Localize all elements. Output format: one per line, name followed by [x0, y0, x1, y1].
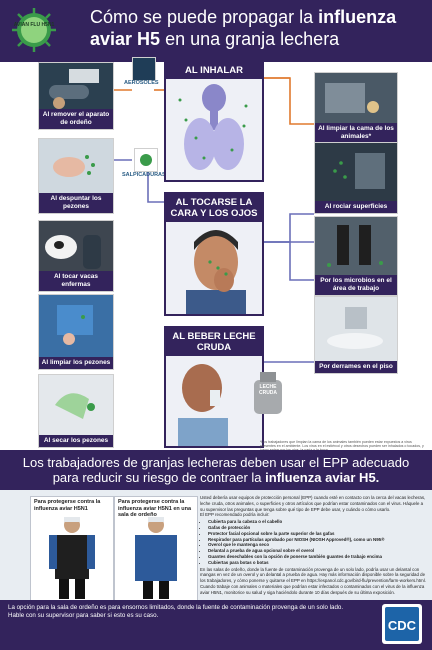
ppe-item: Guantes desechables con la opción de pon… — [208, 554, 426, 560]
left-caption-1: Al remover el aparato de ordeño — [39, 109, 113, 129]
ppe-item: Respirador para partículas aprobado por … — [208, 537, 426, 543]
splash-thumb — [134, 148, 158, 172]
right-caption-4: Por derrames en el piso — [315, 361, 397, 373]
milking-machine-icon — [49, 69, 99, 109]
right-panel-1: Al limpiar la cama de los animales* — [314, 72, 398, 144]
drinking-milk-icon — [178, 364, 228, 446]
teat-icon — [53, 155, 95, 177]
ppe-item: Overol que le mantenga seco — [208, 542, 426, 548]
aerosols-thumb — [132, 57, 156, 81]
cleaning-teats-icon — [57, 305, 93, 345]
right-panel-2: Al rociar superficies — [314, 142, 398, 214]
logo-text: AVIAN FLU H5N1 — [13, 22, 55, 28]
lungs-icon — [178, 84, 248, 170]
spray-icon — [333, 153, 385, 189]
splash-icon — [140, 154, 152, 166]
milk-can-label: LECHE CRUDA — [258, 384, 278, 396]
ppe-title-parlor: Para protegerse contra la influenza avia… — [118, 499, 192, 518]
ppe-guidance: Usted debería usar equipos de protección… — [200, 495, 426, 596]
ppe-title-general: Para protegerse contra la influenza avia… — [34, 499, 101, 512]
drying-teats-icon — [55, 393, 95, 419]
ppe-item: Gafas de protección — [208, 525, 426, 531]
bottom-bar: La opción para la sala de ordeño es para… — [0, 600, 432, 650]
ppe-item: Cubiertas para botas o botas — [208, 560, 426, 566]
page-title: Cómo se puede propagar la influenza avia… — [90, 7, 397, 49]
raw-milk-panel: AL BEBER LECHE CRUDA — [164, 326, 264, 448]
aerosols-label: AEROSOLES — [124, 80, 159, 86]
left-panel-3: Al tocar vacas enfermas — [38, 220, 114, 292]
cow-icon — [45, 235, 101, 269]
face-touch-icon — [186, 230, 246, 314]
touch-panel: AL TOCARSE LA CARA Y LOS OJOS — [164, 192, 264, 316]
worker-apron-icon — [49, 517, 95, 599]
virus-icon — [12, 8, 56, 52]
band-line-1: Los trabajadores de granjas lecheras deb… — [22, 455, 410, 470]
splash-label: SALPICADURAS — [122, 172, 166, 178]
ppe-box-parlor: Para protegerse contra la influenza avia… — [114, 496, 198, 602]
right-panel-4: Por derrames en el piso — [314, 296, 398, 374]
left-caption-5: Al secar los pezones — [39, 435, 113, 447]
right-panel-3: Por los microbios en el área de trabajo — [314, 216, 398, 296]
guidance-list-intro: El EPP recomendado podría incluir: — [200, 512, 270, 518]
right-caption-2: Al rociar superficies — [315, 201, 397, 213]
header-bar: AVIAN FLU H5N1 Cómo se puede propagar la… — [0, 0, 432, 62]
inhale-panel: AL INHALAR — [164, 60, 264, 182]
inhale-heading: AL INHALAR — [166, 62, 262, 79]
left-panel-2: Al despuntar los pezones — [38, 138, 114, 214]
worker-sleeved-apron-icon — [135, 517, 177, 599]
right-caption-1: Al limpiar la cama de los animales* — [315, 123, 397, 143]
left-panel-4: Al limpiar los pezones — [38, 294, 114, 370]
ppe-band: Los trabajadores de granjas lecheras deb… — [0, 450, 432, 490]
ppe-item: Cubierta para la cabeza o el cabello — [208, 519, 426, 525]
left-caption-3: Al tocar vacas enfermas — [39, 271, 113, 291]
guidance-outro: En las salas de ordeño, donde la fuente … — [200, 566, 426, 595]
touch-heading: AL TOCARSE LA CARA Y LOS OJOS — [166, 194, 262, 222]
left-panel-1: Al remover el aparato de ordeño — [38, 62, 114, 130]
connector-lines — [112, 77, 314, 363]
band-line-2: para reducir su riesgo de contraer la in… — [52, 470, 380, 485]
ppe-item: Protector facial opcional sobre la parte… — [208, 531, 426, 537]
bottom-note: La opción para la sala de ordeño es para… — [8, 604, 344, 619]
boots-icon — [327, 225, 383, 267]
svg-text:CDC: CDC — [388, 618, 417, 633]
left-caption-4: Al limpiar los pezones — [39, 357, 113, 369]
ppe-list: Cubierta para la cabeza o el cabello Gaf… — [208, 519, 426, 565]
right-caption-3: Por los microbios en el área de trabajo — [315, 275, 397, 295]
cdc-logo-icon: CDC — [382, 604, 422, 644]
left-caption-2: Al despuntar los pezones — [39, 193, 113, 213]
milk-can-icon — [254, 372, 282, 414]
bedding-icon — [325, 83, 379, 113]
guidance-intro: Usted debería usar equipos de protección… — [200, 495, 426, 512]
left-panel-5: Al secar los pezones — [38, 374, 114, 448]
illustration-area: AEROSOLES SALPICADURAS Al remover el apa… — [0, 57, 432, 452]
floor-spill-icon — [327, 307, 383, 349]
ppe-item: Delantal a prueba de agua opcional sobre… — [208, 548, 426, 554]
ppe-box-general: Para protegerse contra la influenza avia… — [30, 496, 114, 602]
raw-milk-heading: AL BEBER LECHE CRUDA — [166, 328, 262, 356]
